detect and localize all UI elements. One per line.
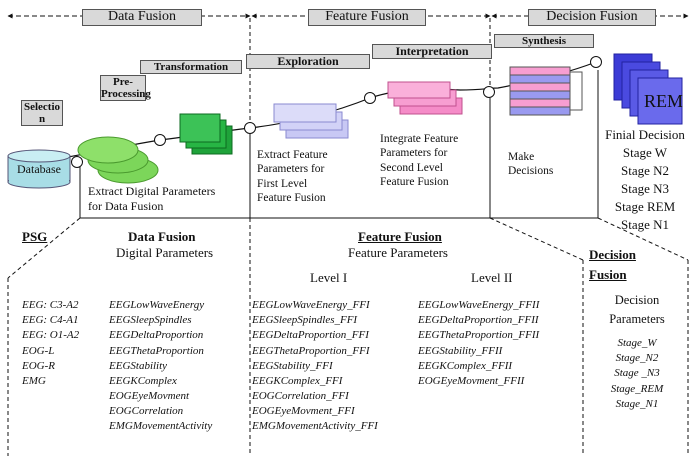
digital-parameter-item: EEGThetaProportion xyxy=(109,344,204,357)
header-data-fusion: Data Fusion xyxy=(82,9,202,26)
psg-item: EOG-R xyxy=(22,359,55,372)
digital-parameter-item: EOGCorrelation xyxy=(109,405,184,418)
decision-parameter-item: Stage_N1 xyxy=(615,397,659,410)
psg-item: EEG: C3-A2 xyxy=(22,299,79,311)
data-fusion-subtitle: Digital Parameters xyxy=(116,245,214,260)
digital-parameter-item: EOGEyeMovment xyxy=(109,390,190,403)
decision-parameter-item: Stage_REM xyxy=(610,382,664,395)
level1-parameter-item: EOGCorrelation_FFI xyxy=(252,390,349,403)
decision-fusion-frame xyxy=(489,70,599,219)
lavender-pages-icon xyxy=(273,103,349,139)
process-node-synthesis xyxy=(590,56,602,68)
feature-fusion-title: Feature Fusion xyxy=(358,229,442,244)
green-pages-icon xyxy=(179,113,233,155)
desc-extract-digital: Extract Digital Parameters for Data Fusi… xyxy=(88,184,216,213)
decision-parameter-item: Stage_W xyxy=(617,337,657,349)
step-transformation: Transformation xyxy=(140,60,242,75)
level2-parameter-item: EEGLowWaveEnergy_FFII xyxy=(418,299,540,311)
database-label: Database xyxy=(17,162,61,176)
decision-fusion-subtitle: Decision Parameters xyxy=(609,293,665,326)
decision-parameter-item: Stage _N3 xyxy=(614,367,660,380)
pink-pages-icon xyxy=(387,81,463,115)
process-node-selection xyxy=(71,156,83,168)
desc-extract-feature: Extract Feature Parameters for First Lev… xyxy=(257,149,328,205)
level1-parameter-item: EEGKComplex_FFI xyxy=(252,374,343,387)
digital-parameter-item: EEGLowWaveEnergy xyxy=(109,299,205,311)
step-preprocessing: Pre- Processing xyxy=(100,75,151,102)
decision-stack-icon xyxy=(509,66,583,116)
level2-list: EEGLowWaveEnergy_FFII EEGDeltaProportion_… xyxy=(418,298,539,389)
divider-bottom-left xyxy=(7,217,81,279)
level2-label: Level II xyxy=(471,270,513,285)
process-node-exploration xyxy=(364,92,376,104)
level1-parameter-item: EEGLowWaveEnergy_FFI xyxy=(252,299,370,311)
step-interpretation: Interpretation xyxy=(372,44,492,60)
feature-fusion-subtitle: Feature Parameters xyxy=(348,245,448,260)
digital-parameter-item: EMGMovementActivity xyxy=(109,420,213,433)
database-icon xyxy=(7,149,71,189)
process-node-preprocessing xyxy=(154,134,166,146)
level2-parameter-item: EOGEyeMovment_FFII xyxy=(418,374,525,387)
level2-parameter-item: EEGDeltaProportion_FFII xyxy=(418,314,539,327)
level1-parameter-item: EEGStability_FFI xyxy=(252,359,333,372)
data-fusion-title: Data Fusion xyxy=(128,229,196,244)
process-node-interpretation xyxy=(483,86,495,98)
header-decision-fusion: Decision Fusion xyxy=(528,9,656,26)
level2-parameter-item: EEGStability_FFII xyxy=(418,344,503,357)
divider-bottom-4 xyxy=(597,217,689,261)
psg-item: EEG: C4-A1 xyxy=(22,314,79,327)
level1-parameter-item: EEGThetaProportion_FFI xyxy=(252,344,370,357)
header-feature-fusion: Feature Fusion xyxy=(308,9,426,26)
step-exploration: Exploration xyxy=(246,54,370,70)
desc-final-decision: Finial Decision Stage W Stage N2 Stage N… xyxy=(605,127,685,232)
rem-label: REM xyxy=(644,91,684,111)
digital-parameter-item: EEGKComplex xyxy=(109,374,177,387)
psg-item: EOG-L xyxy=(22,344,55,357)
level2-parameter-item: EEGKComplex_FFII xyxy=(418,359,513,372)
level1-label: Level I xyxy=(310,270,348,285)
desc-integrate-feature: Integrate Feature Parameters for Second … xyxy=(380,133,459,189)
level1-parameter-item: EMGMovementActivity_FFI xyxy=(252,420,378,433)
level1-list: EEGLowWaveEnergy_FFI EEGSleepSpindles_FFI… xyxy=(252,298,378,435)
green-discs-icon xyxy=(77,136,159,184)
digital-parameter-item: EEGSleepSpindles xyxy=(109,314,192,327)
digital-parameter-item: EEGStability xyxy=(109,359,168,372)
level1-parameter-item: EEGDeltaProportion_FFI xyxy=(252,329,369,342)
decision-fusion-title: Decision Fusion xyxy=(589,247,636,283)
psg-item: EEG: O1-A2 xyxy=(22,329,80,342)
divider-bottom-2 xyxy=(489,217,584,261)
process-flow-curve xyxy=(17,61,597,166)
level1-parameter-item: EOGEyeMovment_FFI xyxy=(252,405,355,418)
process-node-transformation xyxy=(244,122,256,134)
level1-parameter-item: EEGSleepSpindles_FFI xyxy=(252,314,358,327)
digital-parameter-item: EEGDeltaProportion xyxy=(109,329,204,342)
psg-title: PSG xyxy=(22,229,48,244)
decision-parameter-item: Stage_N2 xyxy=(615,352,659,365)
level2-parameter-item: EEGThetaProportion_FFII xyxy=(418,329,540,342)
step-selection: Selectio n xyxy=(21,100,63,127)
step-synthesis: Synthesis xyxy=(494,34,594,49)
desc-make-decisions: Make Decisions xyxy=(508,151,554,178)
psg-item: EMG xyxy=(22,374,46,387)
rem-stack-icon xyxy=(613,53,683,125)
